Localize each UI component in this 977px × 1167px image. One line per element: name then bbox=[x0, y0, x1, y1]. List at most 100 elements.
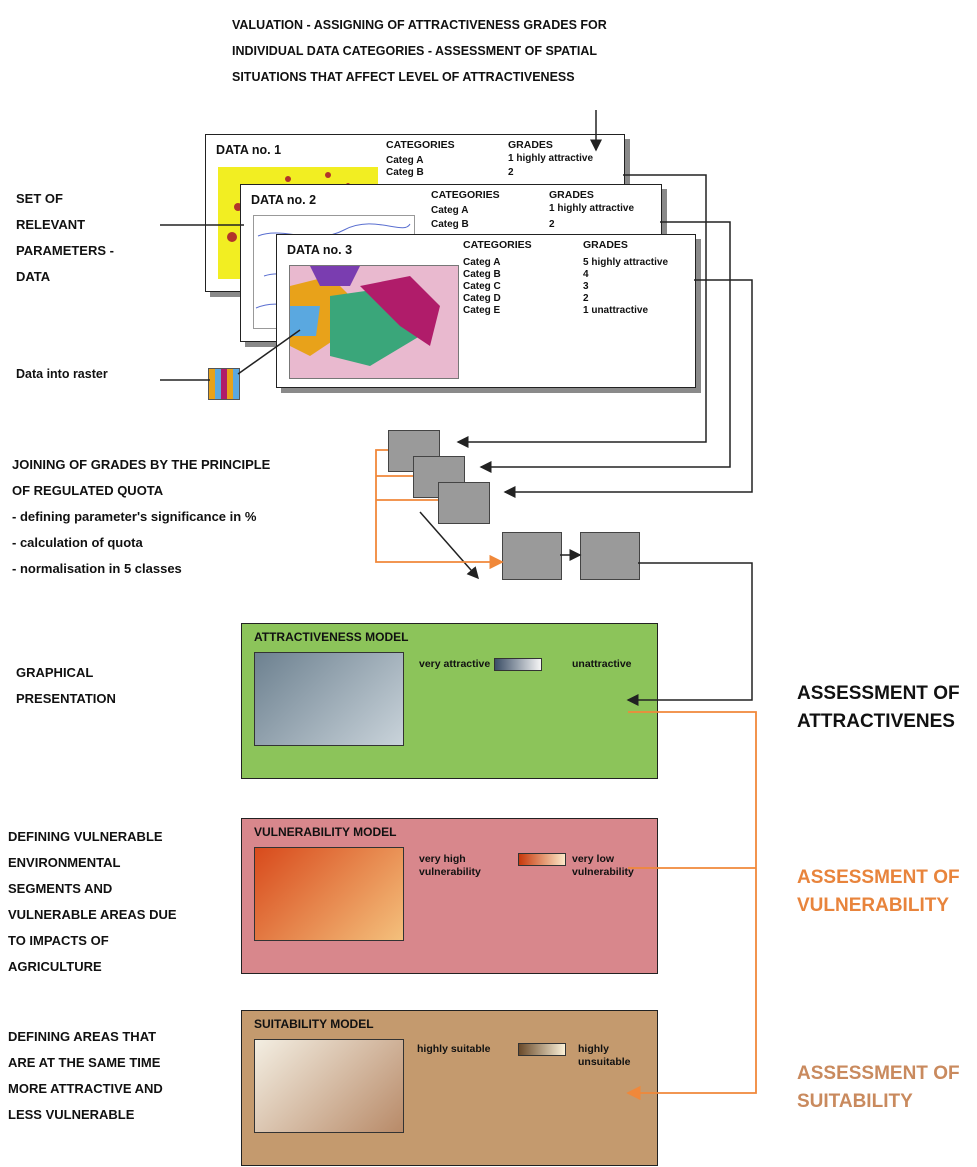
assessment-suitability: ASSESSMENT OF SUITABILITY bbox=[797, 1060, 960, 1116]
vulnerability-model-panel: VULNERABILITY MODEL very high vulnerabil… bbox=[241, 818, 658, 974]
weights-connector bbox=[375, 449, 504, 570]
grade-row: 3 bbox=[583, 281, 589, 292]
joining-label: JOINING OF GRADES BY THE PRINCIPLE OF RE… bbox=[12, 452, 270, 582]
assessment-line: ASSESSMENT OF bbox=[797, 683, 960, 704]
categories-header: CATEGORIES bbox=[431, 189, 500, 201]
data-card-3: DATA no. 3 CATEGORIES GRADES Categ A Cat… bbox=[276, 234, 696, 388]
card2-to-grid bbox=[479, 221, 731, 473]
model-title: VULNERABILITY MODEL bbox=[254, 825, 397, 839]
label-line: GRAPHICAL bbox=[16, 665, 94, 680]
assessment-line: ASSESSMENT OF bbox=[797, 1063, 960, 1084]
category-row: Categ B bbox=[431, 219, 469, 230]
grade-row: 2 bbox=[549, 219, 555, 230]
label-line: DEFINING AREAS THAT bbox=[8, 1029, 157, 1044]
category-row: Categ A bbox=[386, 155, 424, 166]
suitability-model-panel: SUITABILITY MODEL highly suitable highly… bbox=[241, 1010, 658, 1166]
raster-grid-combined bbox=[502, 532, 562, 580]
weights-branches bbox=[376, 475, 438, 501]
legend-line: vulnerability bbox=[419, 866, 481, 878]
legend-high: very attractive bbox=[419, 658, 491, 670]
legend-ramp bbox=[518, 1043, 566, 1056]
grade-row: 1 unattractive bbox=[583, 305, 649, 316]
legend-line: very low bbox=[572, 853, 615, 865]
label-line: AGRICULTURE bbox=[8, 959, 102, 974]
label-line: DATA bbox=[16, 269, 51, 284]
legend-line: vulnerability bbox=[572, 866, 634, 878]
model-map bbox=[254, 847, 404, 941]
category-row: Categ B bbox=[386, 167, 424, 178]
card3-to-grid bbox=[503, 279, 753, 498]
category-row: Categ A bbox=[431, 205, 469, 216]
category-row: Categ A bbox=[463, 257, 501, 268]
category-row: Categ D bbox=[463, 293, 501, 304]
label-line: PRESENTATION bbox=[16, 691, 116, 706]
card1-to-grid bbox=[456, 174, 707, 448]
category-row: Categ E bbox=[463, 305, 501, 316]
map-thumbnail bbox=[289, 265, 459, 379]
legend-ramp bbox=[518, 853, 566, 866]
attractiveness-to-suitability bbox=[626, 711, 757, 1101]
label-line: PARAMETERS - bbox=[16, 243, 114, 258]
data-into-raster-label: Data into raster bbox=[16, 367, 108, 381]
model-map bbox=[254, 652, 404, 746]
caption-line: VALUATION - ASSIGNING OF ATTRACTIVENESS … bbox=[232, 18, 607, 32]
caption-line: SITUATIONS THAT AFFECT LEVEL OF ATTRACTI… bbox=[232, 70, 575, 84]
label-line: ARE AT THE SAME TIME bbox=[8, 1055, 161, 1070]
label-line: SEGMENTS AND bbox=[8, 881, 113, 896]
assessment-vulnerability: ASSESSMENT OF VULNERABILITY bbox=[797, 864, 960, 920]
assessment-line: SUITABILITY bbox=[797, 1091, 913, 1112]
grade-row: 4 bbox=[583, 269, 589, 280]
caption-line: INDIVIDUAL DATA CATEGORIES - ASSESSMENT … bbox=[232, 44, 598, 58]
attractiveness-model-panel: ATTRACTIVENESS MODEL very attractive una… bbox=[241, 623, 658, 779]
raster-icon bbox=[208, 368, 240, 400]
label-line: OF REGULATED QUOTA bbox=[12, 483, 164, 498]
legend-low: very low vulnerability bbox=[572, 853, 634, 879]
legend-high: highly suitable bbox=[417, 1043, 491, 1055]
model-title: SUITABILITY MODEL bbox=[254, 1017, 374, 1031]
suitable-label: DEFINING AREAS THAT ARE AT THE SAME TIME… bbox=[8, 1024, 163, 1128]
label-line: VULNERABLE AREAS DUE bbox=[8, 907, 177, 922]
label-line: - calculation of quota bbox=[12, 535, 143, 550]
assessment-line: VULNERABILITY bbox=[797, 895, 949, 916]
label-line: DEFINING VULNERABLE bbox=[8, 829, 163, 844]
raster-grid bbox=[438, 482, 490, 524]
grade-row: 5 highly attractive bbox=[583, 257, 669, 268]
legend-line: very high bbox=[419, 853, 466, 865]
vulnerable-label: DEFINING VULNERABLE ENVIRONMENTAL SEGMEN… bbox=[8, 824, 177, 980]
card-title: DATA no. 3 bbox=[287, 243, 353, 257]
label-line: MORE ATTRACTIVE AND bbox=[8, 1081, 163, 1096]
legend-line: highly bbox=[578, 1043, 609, 1055]
grade-row: 1 highly attractive bbox=[549, 203, 635, 214]
model-title: ATTRACTIVENESS MODEL bbox=[254, 630, 409, 644]
legend-low: highly unsuitable bbox=[578, 1043, 631, 1069]
label-line: SET OF bbox=[16, 191, 63, 206]
grade-row: 1 highly attractive bbox=[508, 153, 594, 164]
grade-row: 2 bbox=[583, 293, 589, 304]
label-line: JOINING OF GRADES BY THE PRINCIPLE bbox=[12, 457, 271, 472]
raster-grid-normalised bbox=[580, 532, 640, 580]
assessment-attractiveness: ASSESSMENT OF ATTRACTIVENES bbox=[797, 680, 960, 736]
assessment-line: ATTRACTIVENES bbox=[797, 711, 955, 732]
categories-header: CATEGORIES bbox=[386, 139, 455, 151]
label-line: TO IMPACTS OF bbox=[8, 933, 109, 948]
legend-line: unsuitable bbox=[578, 1056, 631, 1068]
card-title: DATA no. 2 bbox=[251, 193, 317, 207]
label-line: - defining parameter's significance in % bbox=[12, 509, 257, 524]
card-title: DATA no. 1 bbox=[216, 143, 282, 157]
raster-zoom-line bbox=[237, 329, 301, 375]
grades-header: GRADES bbox=[508, 139, 553, 151]
model-map bbox=[254, 1039, 404, 1133]
legend-low: unattractive bbox=[572, 658, 632, 670]
label-line: LESS VULNERABLE bbox=[8, 1107, 135, 1122]
category-row: Categ C bbox=[463, 281, 501, 292]
grades-header: GRADES bbox=[583, 239, 628, 251]
category-row: Categ B bbox=[463, 269, 501, 280]
top-caption: VALUATION - ASSIGNING OF ATTRACTIVENESS … bbox=[232, 12, 752, 90]
label-line: RELEVANT bbox=[16, 217, 86, 232]
label-line: - normalisation in 5 classes bbox=[12, 561, 182, 576]
map-regions bbox=[290, 266, 440, 366]
legend-ramp bbox=[494, 658, 542, 671]
label-line: ENVIRONMENTAL bbox=[8, 855, 121, 870]
set-of-parameters-label: SET OF RELEVANT PARAMETERS - DATA bbox=[16, 186, 114, 290]
